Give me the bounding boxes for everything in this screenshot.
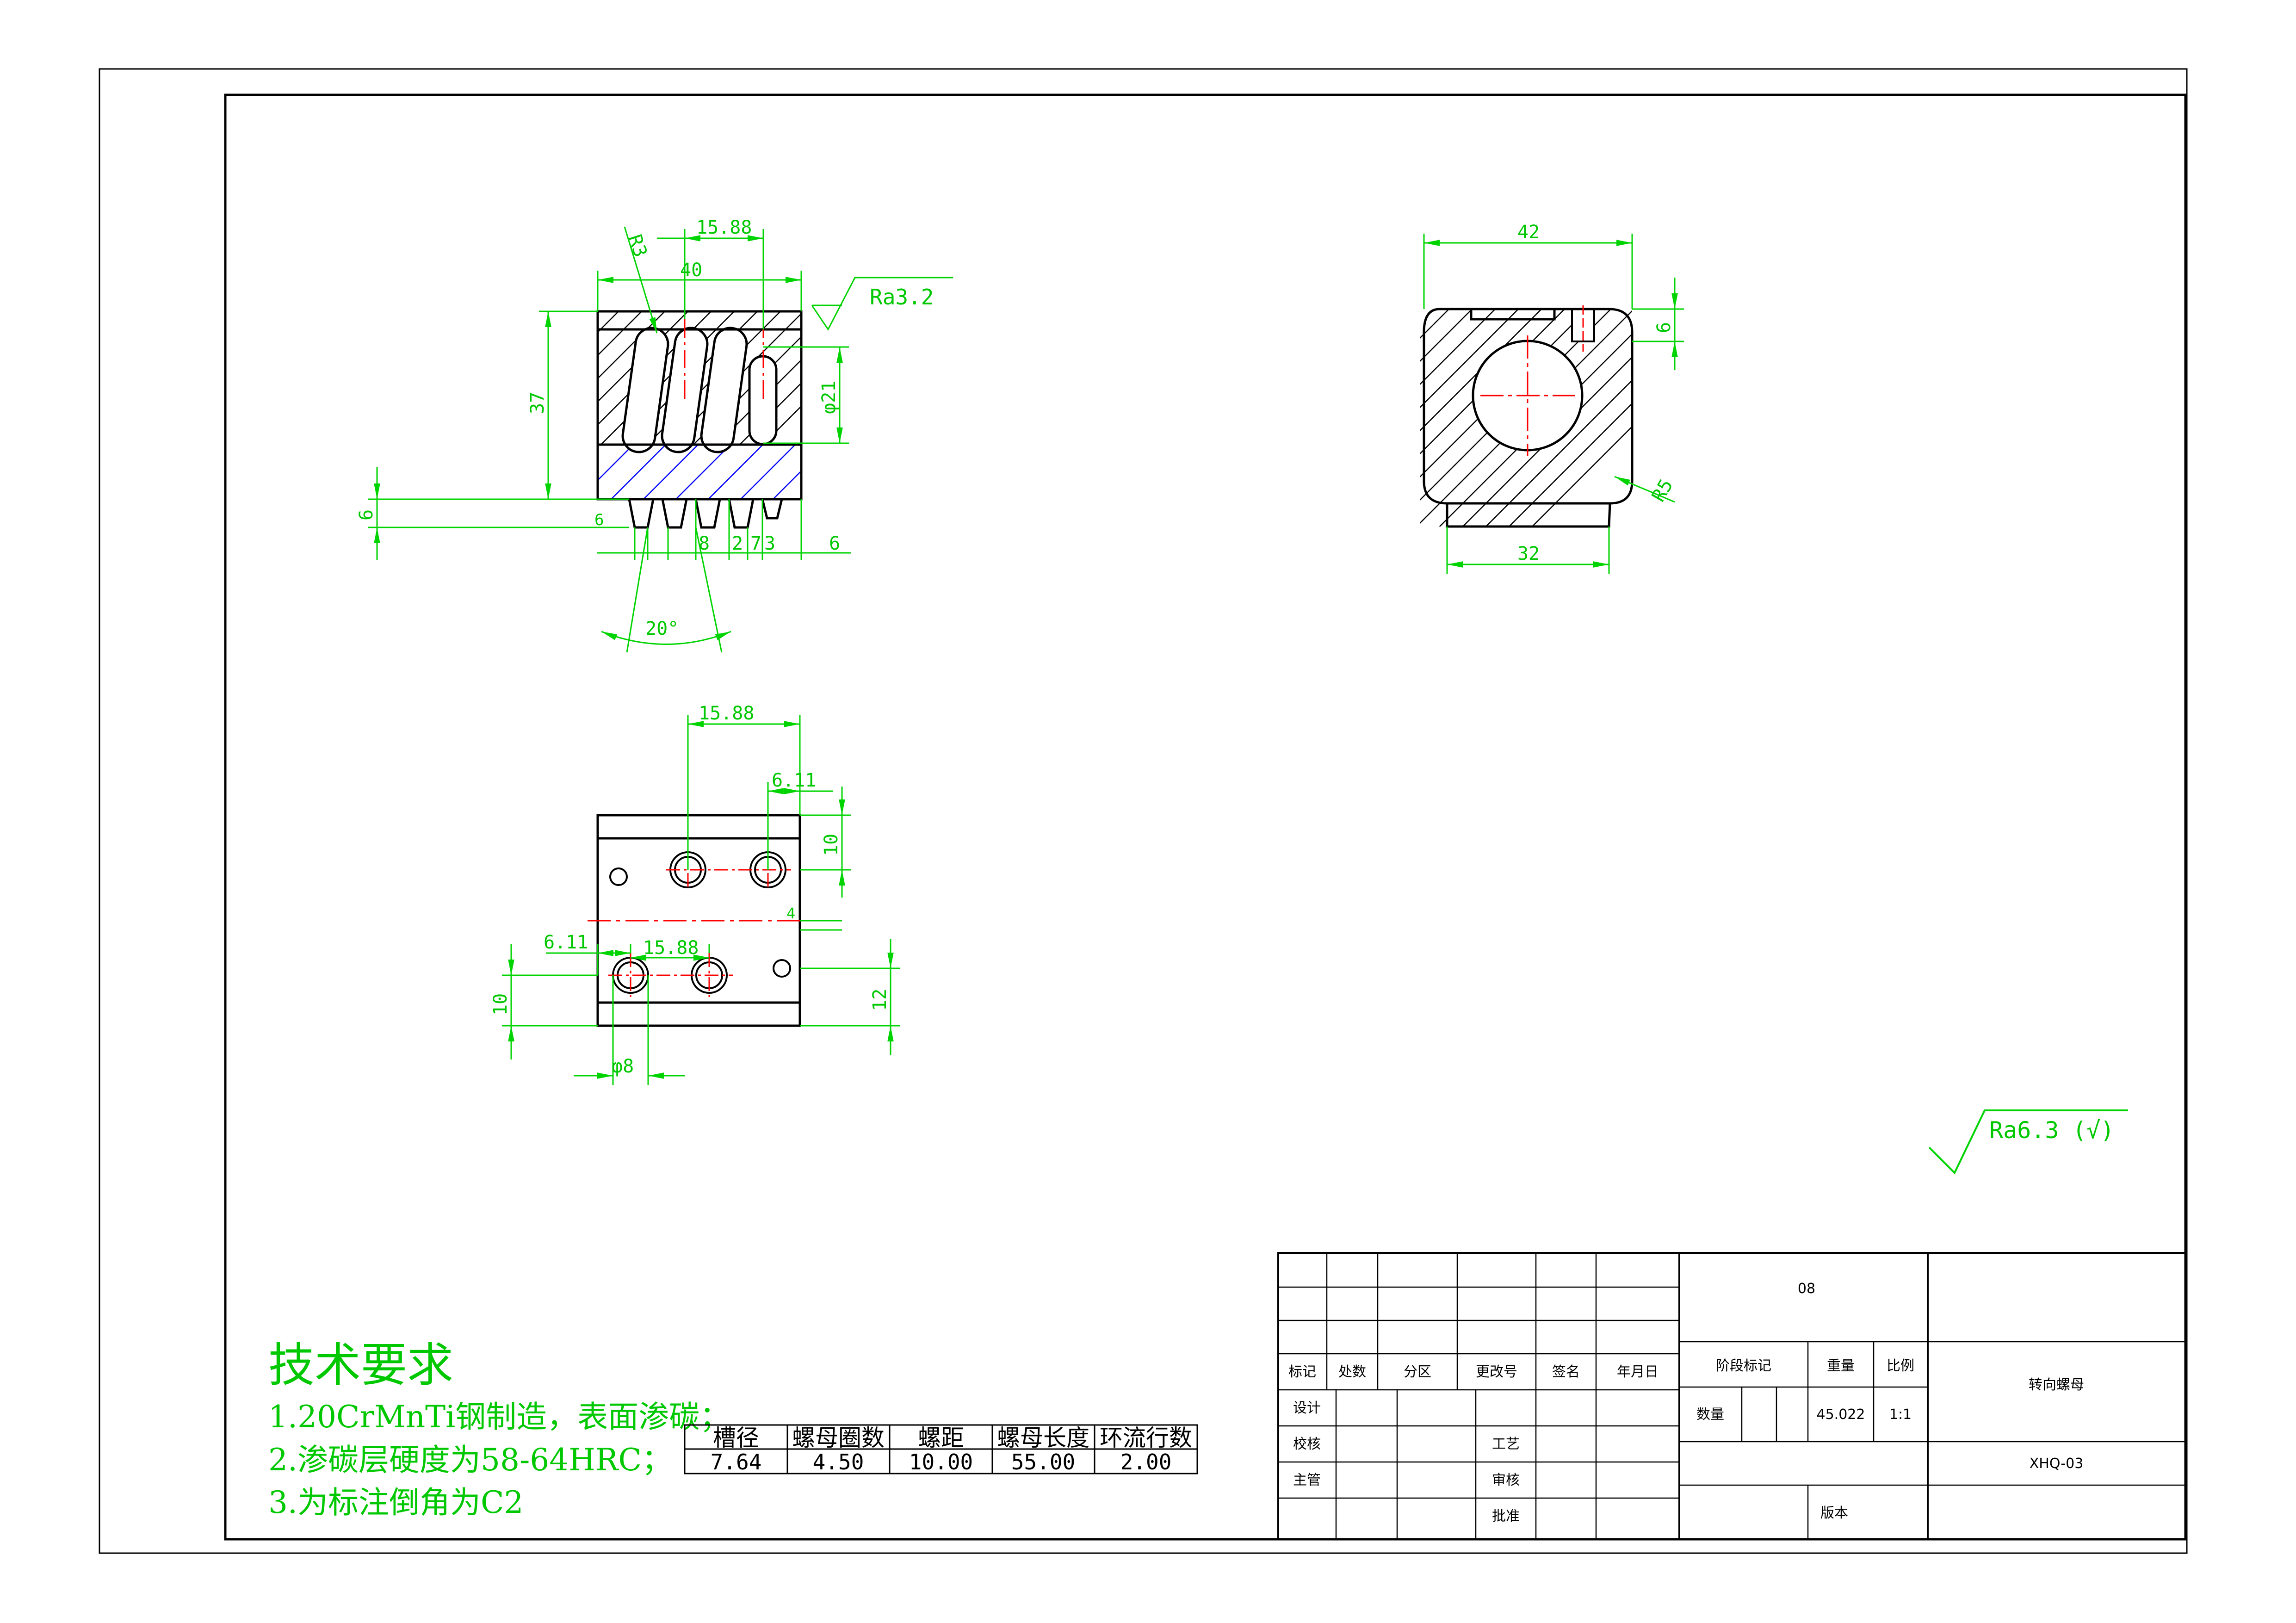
- params-table: 槽径 螺母圈数 螺距 螺母长度 环流行数 7.64 4.50 10.00 55.…: [684, 1424, 1198, 1474]
- param-header-4: 螺母长度: [997, 1425, 1089, 1451]
- version-label: 版本: [1820, 1505, 1848, 1521]
- tech-line-2: 2.渗碳层硬度为58-64HRC；: [268, 1442, 672, 1478]
- dim-dia-front: φ21: [818, 381, 840, 414]
- dim-ten-right: 10: [821, 834, 842, 856]
- param-header-5: 环流行数: [1100, 1425, 1192, 1451]
- dim-hole: φ8: [612, 1056, 634, 1077]
- top-view: 15.88 6.11 10 4 6.11 15.88 10 12 φ8: [490, 703, 900, 1085]
- dim-twelve: 12: [869, 989, 891, 1011]
- rev-label-change: 更改号: [1476, 1364, 1517, 1380]
- stage-label: 阶段标记: [1716, 1358, 1771, 1374]
- tech-line-3: 3.为标注倒角为C2: [268, 1485, 523, 1520]
- role-check: 校核: [1293, 1436, 1321, 1452]
- dim-3: 3: [764, 533, 775, 554]
- param-header-3: 螺距: [918, 1425, 964, 1451]
- dim-pitch-front: 15.88: [696, 217, 752, 238]
- weight-label: 重量: [1827, 1358, 1855, 1374]
- dim-offset-top: 6.11: [772, 770, 816, 791]
- roughness-front: Ra3.2: [870, 285, 934, 310]
- tech-line-1: 1.20CrMnTi钢制造，表面渗碳；: [268, 1399, 730, 1435]
- role-approve: 批准: [1492, 1508, 1520, 1524]
- rev-label-zone: 分区: [1404, 1364, 1431, 1380]
- surface-finish-value: Ra6.3: [1989, 1117, 2059, 1144]
- param-value-1: 7.64: [711, 1450, 762, 1474]
- dim-2: 2: [732, 533, 743, 554]
- dim-left-6: 6: [356, 509, 377, 520]
- surface-finish-symbol: Ra6.3 (√): [1928, 1109, 2128, 1175]
- dim-width-front: 40: [680, 260, 702, 281]
- dim-bottom-side: 32: [1517, 543, 1540, 564]
- dim-right-6: 6: [829, 533, 840, 554]
- dim-ten-left: 10: [490, 993, 511, 1016]
- dim-7: 7: [750, 533, 761, 554]
- qty-label: 数量: [1696, 1406, 1724, 1423]
- role-supervisor: 主管: [1293, 1472, 1321, 1488]
- scale-label: 比例: [1887, 1358, 1914, 1374]
- dim-four: 4: [786, 904, 795, 922]
- rev-label-count: 处数: [1338, 1364, 1366, 1380]
- dim-pitch-bottom: 15.88: [643, 937, 699, 959]
- rev-label-date: 年月日: [1617, 1364, 1659, 1380]
- dim-small-6: 6: [594, 511, 604, 529]
- param-value-5: 2.00: [1120, 1450, 1172, 1474]
- surface-finish-note: (√): [2073, 1117, 2114, 1144]
- front-section-view: R3 15.88 40 37 φ21 6 6 8 2 7 3 6 20° Ra3…: [356, 217, 953, 653]
- dim-width-side: 42: [1517, 222, 1540, 243]
- param-value-3: 10.00: [909, 1450, 973, 1474]
- param-header-1: 槽径: [713, 1425, 759, 1451]
- title-block: 标记 处数 分区 更改号 签名 年月日 设计 校核 主管 工艺 审核 批准 08…: [1277, 1252, 2186, 1540]
- weight-value: 45.022: [1817, 1406, 1865, 1423]
- role-review: 审核: [1492, 1472, 1520, 1488]
- param-header-2: 螺母圈数: [792, 1425, 885, 1451]
- scale-value: 1:1: [1889, 1406, 1912, 1423]
- tech-title: 技术要求: [268, 1338, 453, 1392]
- dim-8: 8: [699, 533, 710, 554]
- rev-label-mark: 标记: [1288, 1364, 1316, 1380]
- technical-requirements: 技术要求 1.20CrMnTi钢制造，表面渗碳； 2.渗碳层硬度为58-64HR…: [268, 1338, 730, 1520]
- rev-label-sign: 签名: [1552, 1364, 1580, 1380]
- part-name: 转向螺母: [2029, 1377, 2084, 1393]
- dim-pitch-top: 15.88: [699, 703, 754, 724]
- param-value-4: 55.00: [1011, 1450, 1075, 1474]
- dim-angle: 20°: [645, 618, 679, 639]
- drawing-number: XHQ-03: [2030, 1456, 2084, 1472]
- dim-offset-bottom: 6.11: [544, 932, 588, 953]
- role-process: 工艺: [1492, 1436, 1520, 1452]
- role-design: 设计: [1293, 1400, 1321, 1416]
- material: 08: [1798, 1281, 1815, 1297]
- side-section-view: 42 6 R5 32: [1420, 222, 1684, 574]
- param-value-2: 4.50: [813, 1450, 864, 1474]
- dim-height-front: 37: [527, 392, 548, 414]
- inner-frame: [224, 93, 2187, 1541]
- outer-frame: [99, 68, 2188, 1554]
- dim-six-side: 6: [1653, 322, 1675, 333]
